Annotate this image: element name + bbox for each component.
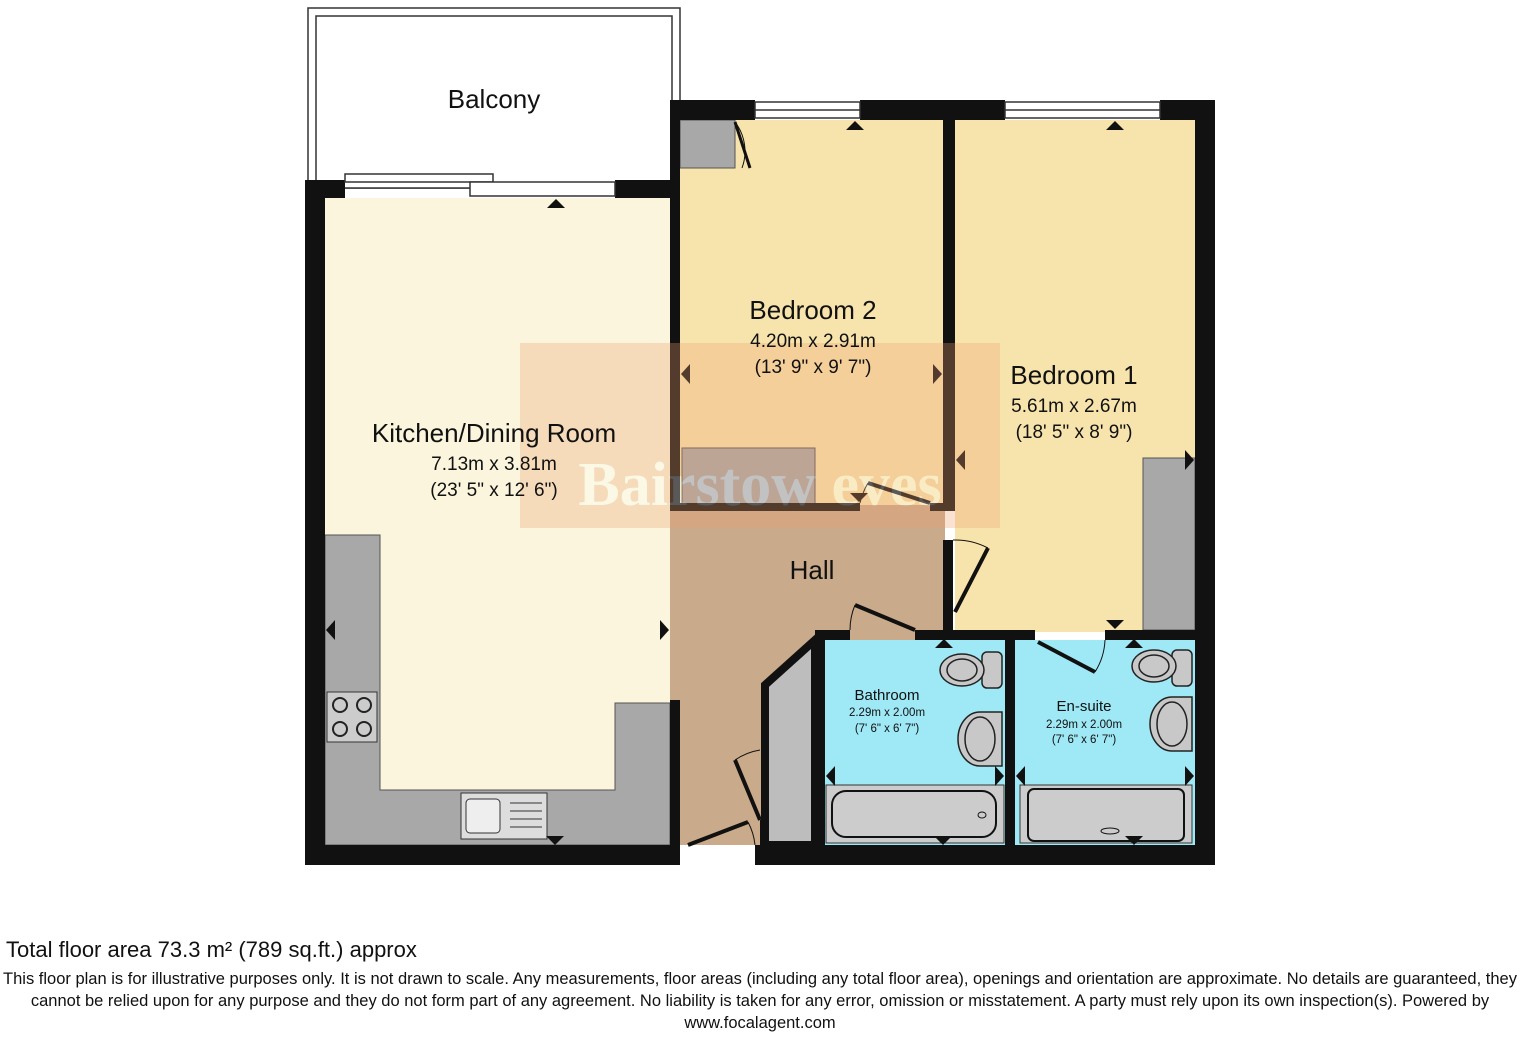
room-imperial: (13' 9" x 9' 7") [755,357,872,378]
window [344,101,1161,197]
wardrobe [681,447,816,506]
total-floor-area: Total floor area 73.3 m² (789 sq.ft.) ap… [6,937,417,962]
room-imperial: (23' 5" x 12' 6") [430,480,557,501]
room-name: Bedroom 1 [1010,360,1137,390]
wardrobe [1142,457,1196,631]
room-name: Bedroom 2 [749,295,876,325]
door-swing [687,121,1106,847]
basin-icon [957,696,1193,767]
room-metric: 4.20m x 2.91m [750,331,876,352]
room-metric: 2.29m x 2.00m [1046,719,1122,731]
dimension-arrows [326,121,1194,845]
room-name: En-suite [1056,698,1111,715]
toilet-icon [939,649,1193,689]
room-metric: 5.61m x 2.67m [1011,396,1137,417]
room-imperial: (7' 6" x 6' 7") [855,723,919,735]
shower-tray-icon [1019,784,1193,844]
walls [305,100,1215,865]
room-name: Kitchen/Dining Room [372,418,616,448]
kitchen-floor [325,198,670,845]
cupboard [679,119,736,169]
hob-icon [326,691,378,743]
room-name: Bathroom [854,687,919,704]
room-metric: 7.13m x 3.81m [431,454,557,475]
sink-icon [460,792,548,840]
bath-icon [825,784,1005,844]
disclaimer: This floor plan is for illustrative purp… [3,970,1517,1032]
room-imperial: (7' 6" x 6' 7") [1052,734,1116,746]
room-imperial: (18' 5" x 8' 9") [1016,422,1133,443]
room-metric: 2.29m x 2.00m [849,707,925,719]
room-name: Hall [790,555,835,585]
svg-text:Bairstow eves: Bairstow eves [578,451,941,519]
balcony [307,7,681,189]
room-name: Balcony [448,84,541,114]
bedroom-2-floor [680,120,943,505]
watermark-logo: Bairstow eves [520,343,1000,528]
